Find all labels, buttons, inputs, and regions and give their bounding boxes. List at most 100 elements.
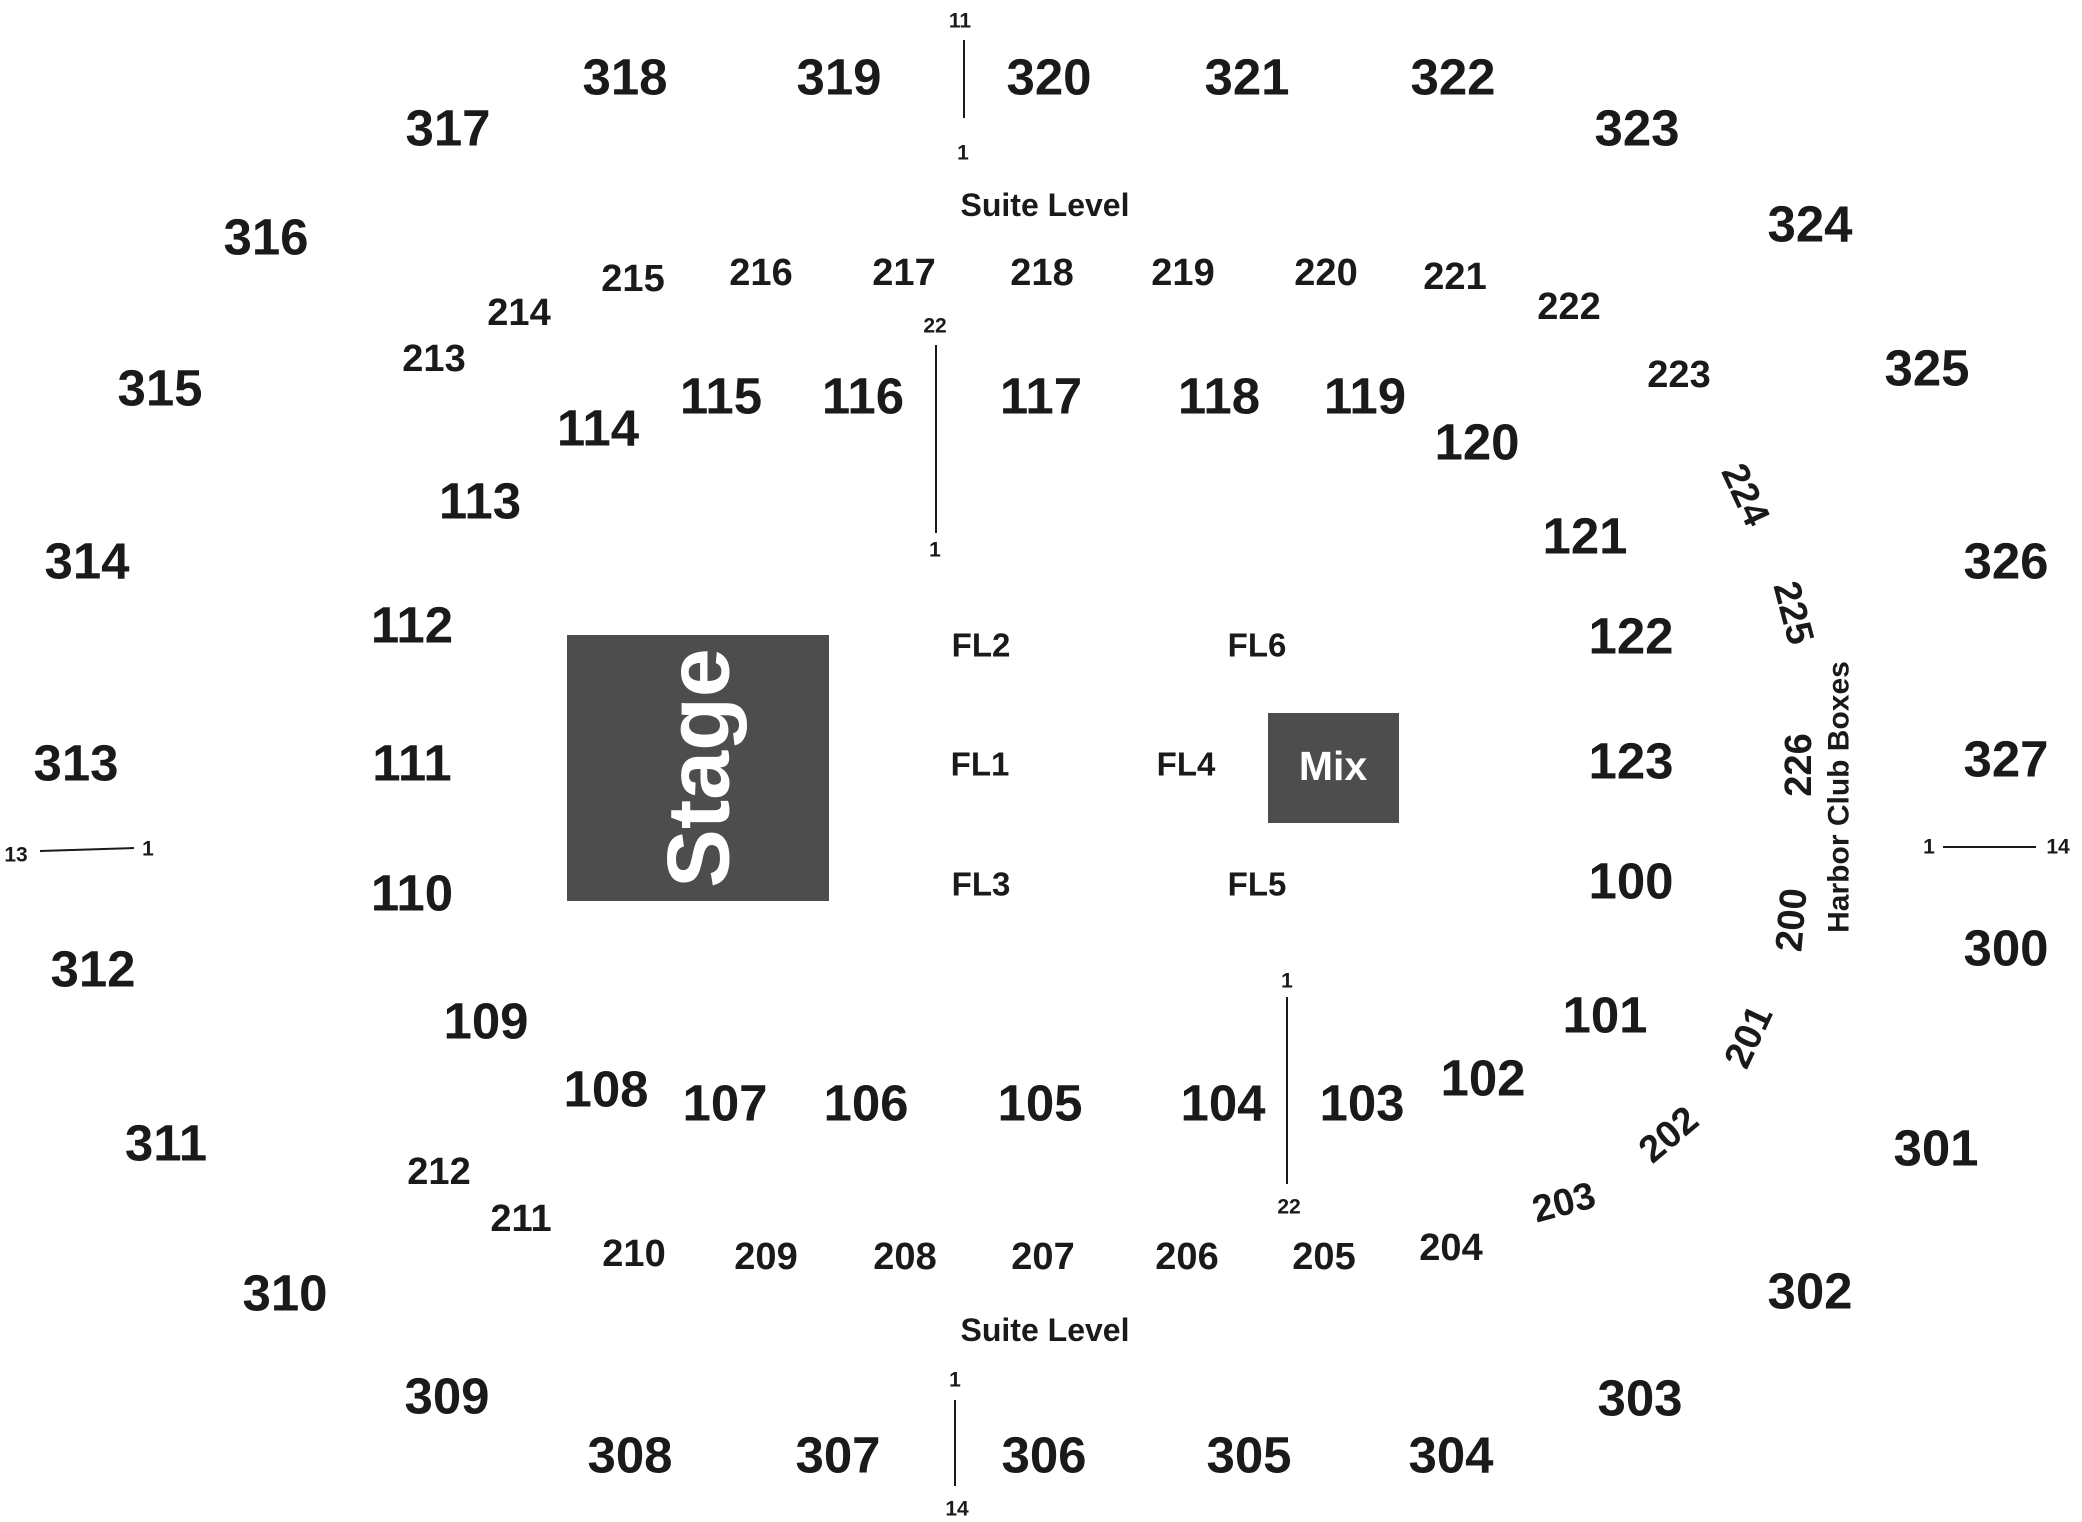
section-113[interactable]: 113: [439, 473, 521, 530]
section-fl5[interactable]: FL5: [1228, 866, 1287, 903]
section-325[interactable]: 325: [1884, 340, 1969, 397]
section-306[interactable]: 306: [1001, 1427, 1086, 1484]
harbor-club-label: Harbor Club Boxes: [1823, 661, 1856, 933]
section-102[interactable]: 102: [1440, 1050, 1525, 1107]
section-327[interactable]: 327: [1963, 731, 2048, 788]
section-313[interactable]: 313: [33, 735, 118, 792]
section-205[interactable]: 205: [1292, 1236, 1355, 1278]
section-103[interactable]: 103: [1319, 1075, 1404, 1132]
section-302[interactable]: 302: [1767, 1263, 1852, 1320]
section-314[interactable]: 314: [44, 533, 130, 590]
section-116[interactable]: 116: [822, 368, 904, 425]
section-216[interactable]: 216: [729, 252, 792, 294]
section-304[interactable]: 304: [1408, 1427, 1494, 1484]
section-202[interactable]: 202: [1631, 1099, 1707, 1172]
section-310[interactable]: 310: [242, 1265, 327, 1322]
section-212[interactable]: 212: [407, 1151, 470, 1193]
section-213[interactable]: 213: [402, 338, 465, 380]
section-200[interactable]: 200: [1768, 887, 1815, 954]
row-marker: 1: [1281, 970, 1293, 993]
section-121[interactable]: 121: [1542, 508, 1627, 565]
section-319[interactable]: 319: [796, 49, 881, 106]
section-305[interactable]: 305: [1206, 1427, 1291, 1484]
section-307[interactable]: 307: [795, 1427, 880, 1484]
section-324[interactable]: 324: [1767, 196, 1853, 253]
section-fl3[interactable]: FL3: [952, 866, 1011, 903]
section-218[interactable]: 218: [1010, 252, 1073, 294]
section-107[interactable]: 107: [682, 1075, 767, 1132]
stage[interactable]: Stage: [567, 635, 829, 901]
section-119[interactable]: 119: [1324, 368, 1406, 425]
section-220[interactable]: 220: [1294, 252, 1357, 294]
section-211[interactable]: 211: [490, 1198, 551, 1240]
stage-label: Stage: [649, 648, 748, 888]
section-309[interactable]: 309: [404, 1368, 489, 1425]
section-308[interactable]: 308: [587, 1427, 672, 1484]
section-312[interactable]: 312: [50, 941, 135, 998]
section-321[interactable]: 321: [1204, 49, 1289, 106]
section-fl6[interactable]: FL6: [1228, 627, 1287, 664]
section-118[interactable]: 118: [1178, 368, 1260, 425]
section-106[interactable]: 106: [823, 1075, 908, 1132]
section-105[interactable]: 105: [997, 1075, 1082, 1132]
section-322[interactable]: 322: [1410, 49, 1495, 106]
section-104[interactable]: 104: [1180, 1075, 1266, 1132]
section-301[interactable]: 301: [1893, 1120, 1978, 1177]
section-110[interactable]: 110: [371, 865, 453, 922]
section-223[interactable]: 223: [1647, 354, 1710, 396]
section-fl4[interactable]: FL4: [1157, 746, 1216, 783]
section-221[interactable]: 221: [1423, 256, 1486, 298]
section-317[interactable]: 317: [405, 100, 490, 157]
section-209[interactable]: 209: [734, 1236, 797, 1278]
section-326[interactable]: 326: [1963, 533, 2048, 590]
section-315[interactable]: 315: [117, 360, 202, 417]
section-108[interactable]: 108: [563, 1061, 648, 1118]
section-225[interactable]: 225: [1765, 577, 1822, 649]
section-109[interactable]: 109: [443, 993, 528, 1050]
row-marker: 1: [957, 142, 969, 165]
section-303[interactable]: 303: [1597, 1370, 1682, 1427]
section-207[interactable]: 207: [1011, 1236, 1074, 1278]
section-fl1[interactable]: FL1: [951, 746, 1010, 783]
sections-100-level: 115 116 117 118 119 114 120 113 121 112 …: [371, 368, 1674, 1132]
section-215[interactable]: 215: [601, 258, 664, 300]
section-117[interactable]: 117: [1000, 368, 1082, 425]
row-marker: 22: [923, 315, 946, 338]
section-217[interactable]: 217: [872, 252, 935, 294]
section-318[interactable]: 318: [582, 49, 667, 106]
section-226[interactable]: 226: [1778, 733, 1820, 796]
row-marker: 1: [929, 539, 941, 562]
section-111[interactable]: 111: [372, 735, 451, 792]
section-222[interactable]: 222: [1537, 286, 1600, 328]
section-214[interactable]: 214: [487, 292, 550, 334]
mix-label: Mix: [1299, 743, 1368, 789]
row-marker: 13: [4, 844, 27, 867]
row-marker: 22: [1277, 1196, 1300, 1219]
section-219[interactable]: 219: [1151, 252, 1214, 294]
section-311[interactable]: 311: [125, 1115, 207, 1172]
section-112[interactable]: 112: [371, 597, 453, 654]
section-323[interactable]: 323: [1594, 100, 1679, 157]
section-208[interactable]: 208: [873, 1236, 936, 1278]
section-300[interactable]: 300: [1963, 920, 2048, 977]
section-123[interactable]: 123: [1588, 733, 1673, 790]
stage-block: [567, 635, 829, 901]
section-114[interactable]: 114: [557, 400, 640, 457]
section-201[interactable]: 201: [1717, 999, 1782, 1074]
section-316[interactable]: 316: [223, 209, 308, 266]
row-marker: 11: [949, 10, 972, 33]
section-100[interactable]: 100: [1588, 853, 1673, 910]
section-101[interactable]: 101: [1562, 987, 1647, 1044]
section-115[interactable]: 115: [680, 368, 762, 425]
section-210[interactable]: 210: [602, 1233, 665, 1275]
section-203[interactable]: 203: [1528, 1175, 1600, 1232]
section-320[interactable]: 320: [1006, 49, 1091, 106]
section-204[interactable]: 204: [1419, 1227, 1482, 1269]
section-122[interactable]: 122: [1588, 608, 1673, 665]
sections-200-level: 216 217 218 219 220 215 221 214 222 213 …: [402, 252, 1821, 1278]
section-120[interactable]: 120: [1434, 414, 1519, 471]
section-206[interactable]: 206: [1155, 1236, 1218, 1278]
section-224[interactable]: 224: [1713, 457, 1778, 532]
section-fl2[interactable]: FL2: [952, 627, 1011, 664]
mix-position[interactable]: Mix: [1268, 713, 1399, 823]
